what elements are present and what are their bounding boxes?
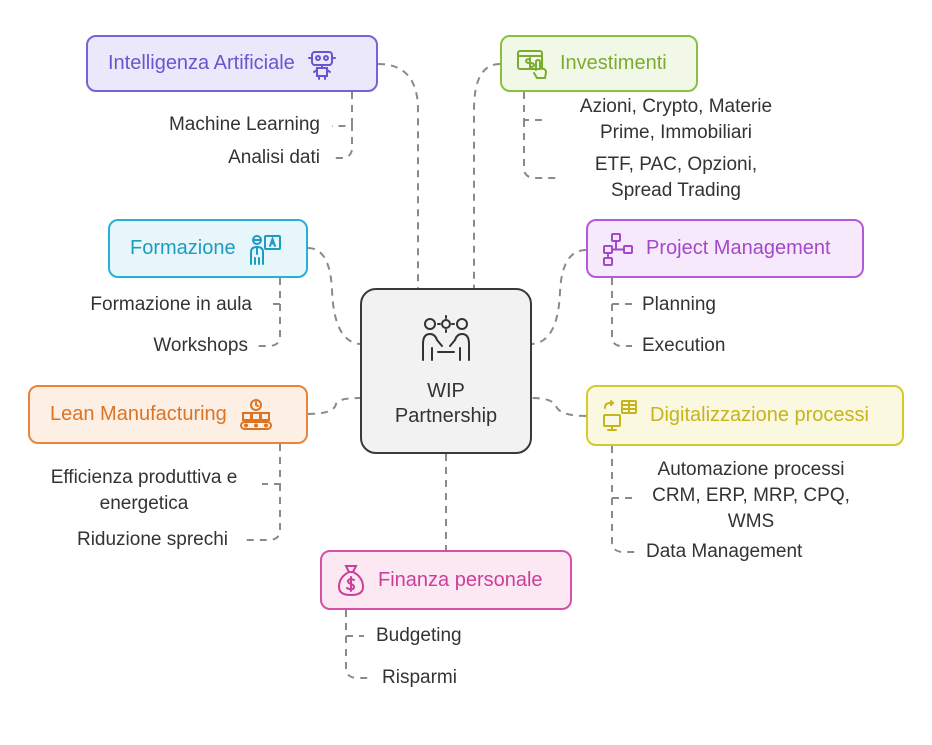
branch-title: Finanza personale [378, 568, 543, 591]
branch-title: Project Management [646, 237, 831, 259]
center-node[interactable]: WIP Partnership [360, 288, 532, 454]
branch-project-management[interactable]: Project Management [586, 219, 864, 278]
leaf-planning: Planning [642, 294, 716, 315]
leaf-etf-pac: ETF, PAC, Opzioni, Spread Trading [594, 154, 758, 201]
leaf-automazione-processi: Automazione processi CRM, ERP, MRP, CPQ,… [652, 459, 850, 532]
leaf-azioni-crypto: Azioni, Crypto, Materie Prime, Immobilia… [579, 96, 773, 143]
money-bag-icon [336, 563, 366, 597]
digital-process-icon [602, 399, 638, 433]
leaf-analisi-dati: Analisi dati [228, 147, 320, 168]
leaf-efficienza-produttiva: Efficienza produttiva e energetica [50, 467, 238, 514]
branch-investimenti[interactable]: Investimenti [500, 35, 698, 92]
conveyor-icon [239, 398, 273, 432]
branch-intelligenza-artificiale[interactable]: Intelligenza Artificiale [86, 35, 378, 92]
robot-icon [307, 48, 337, 80]
collaboration-icon [418, 314, 474, 371]
leaf-workshops: Workshops [153, 335, 248, 356]
teacher-icon [248, 232, 282, 266]
branch-title: Digitalizzazione processi [650, 404, 869, 426]
center-title-line1: WIP [427, 379, 465, 402]
leaf-risparmi: Risparmi [382, 667, 457, 688]
branch-finanza-personale[interactable]: Finanza personale [320, 550, 572, 610]
leaf-machine-learning: Machine Learning [168, 114, 320, 135]
branch-title: Investimenti [560, 52, 667, 74]
branch-title: Lean Manufacturing [50, 403, 227, 425]
leaf-budgeting: Budgeting [376, 625, 462, 646]
leaf-riduzione-sprechi: Riduzione sprechi [76, 529, 228, 550]
branch-lean-manufacturing[interactable]: Lean Manufacturing [28, 385, 308, 444]
leaf-execution: Execution [642, 335, 726, 356]
branch-formazione[interactable]: Formazione [108, 219, 308, 278]
finance-click-icon [516, 48, 548, 80]
center-title-line2: Partnership [394, 404, 498, 427]
workflow-icon [602, 232, 634, 266]
leaf-formazione-in-aula: Formazione in aula [90, 294, 252, 315]
branch-title: Formazione [130, 237, 236, 259]
branch-title: Intelligenza Artificiale [108, 52, 295, 74]
branch-digitalizzazione-processi[interactable]: Digitalizzazione processi [586, 385, 904, 446]
leaf-data-management: Data Management [646, 541, 803, 562]
